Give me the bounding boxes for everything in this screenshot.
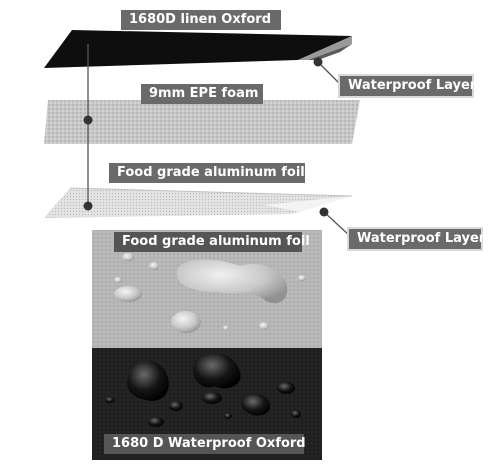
foam-layer [44, 100, 360, 144]
foil-layer [44, 187, 353, 218]
waterproof-callout-1: Waterproof Layer [338, 74, 476, 98]
oxford-top-label: 1680D linen Oxford [121, 10, 281, 30]
foil-label: Food grade aluminum foil [109, 163, 305, 183]
oxford-layer [44, 30, 352, 68]
waterproof-callout-2: Waterproof Layer [347, 227, 485, 251]
connector-lines [83, 44, 351, 237]
foil-photo-label: Food grade aluminum foil [114, 232, 310, 252]
foam-label: 9mm EPE foam [141, 84, 263, 104]
oxford-photo-label: 1680 D Waterproof Oxford [104, 434, 306, 454]
